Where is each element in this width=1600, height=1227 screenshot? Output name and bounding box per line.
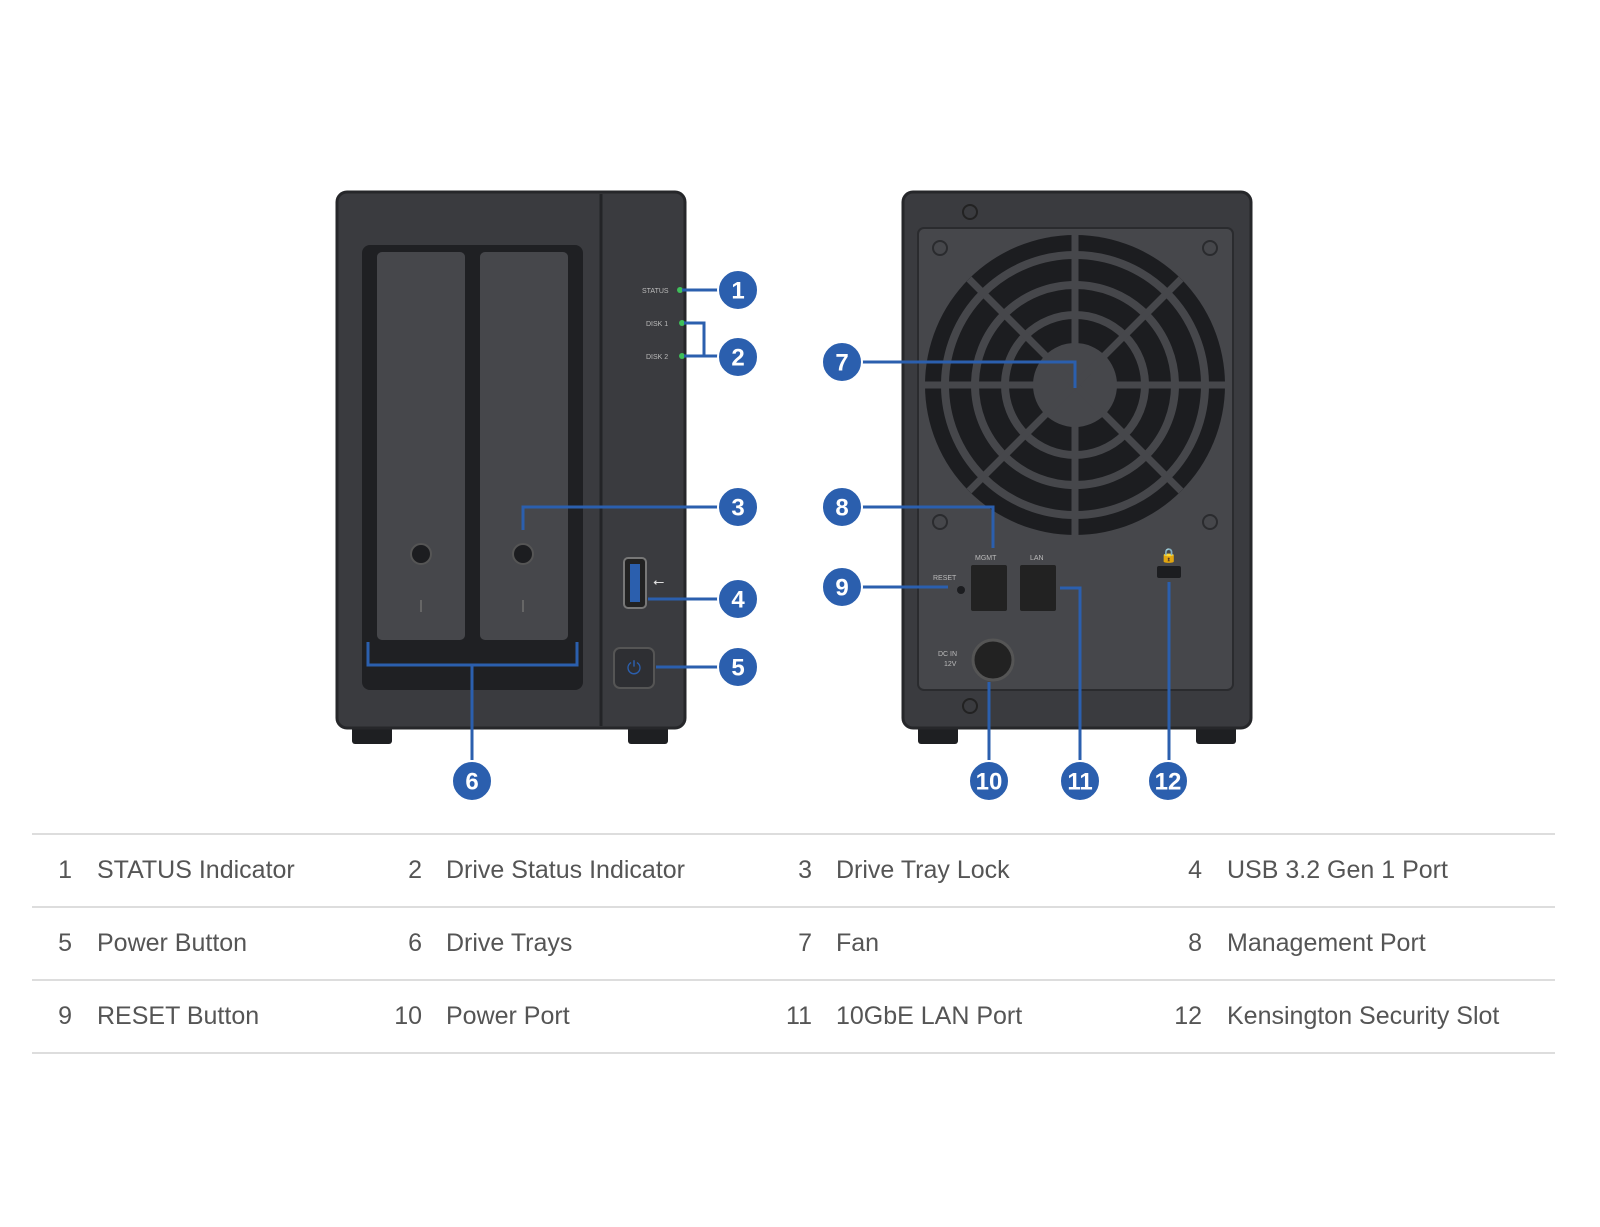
- status-label: STATUS: [642, 288, 669, 295]
- callout-7: 7: [821, 341, 863, 383]
- legend-number: 12: [1174, 1002, 1202, 1030]
- callout-number: 1: [731, 278, 744, 305]
- legend-row: 1 STATUS Indicator 2 Drive Status Indicator…: [32, 833, 1555, 906]
- lan-label: LAN: [1030, 555, 1044, 562]
- dc-volt-label: 12V: [944, 661, 957, 668]
- power-icon: ⏻: [627, 658, 641, 678]
- rear-view: MGMT LAN RESET DC IN 12V 🔒: [901, 190, 1253, 744]
- callout-number: 6: [465, 769, 478, 796]
- legend-number: 5: [58, 929, 72, 957]
- callout-circle: [968, 760, 1010, 802]
- legend-number: 7: [798, 929, 812, 957]
- callout-number: 7: [835, 350, 848, 377]
- callout-11: 11: [1059, 760, 1101, 802]
- management-port[interactable]: [971, 565, 1007, 611]
- callout-12: 12: [1147, 760, 1189, 802]
- legend-label: USB 3.2 Gen 1 Port: [1227, 856, 1448, 884]
- callout-circle: [717, 336, 759, 378]
- leader-lines: [366, 288, 1171, 760]
- kensington-slot[interactable]: [1157, 566, 1181, 578]
- legend-number: 9: [58, 1002, 72, 1030]
- legend-number: 4: [1188, 856, 1202, 884]
- legend-number: 6: [408, 929, 422, 957]
- drive-tray-1[interactable]: [377, 252, 465, 640]
- callout-6: 6: [451, 760, 493, 802]
- callout-4: 4: [717, 578, 759, 620]
- status-led: [677, 287, 683, 293]
- callout-number: 11: [1067, 769, 1092, 796]
- front-view: STATUS DISK 1 DISK 2 ⭠ ⏻: [335, 190, 687, 744]
- legend-table: 1 STATUS Indicator 2 Drive Status Indicator…: [32, 833, 1555, 1054]
- callout-number: 2: [731, 345, 744, 372]
- callout-number: 12: [1155, 769, 1182, 796]
- callout-number: 3: [731, 495, 744, 522]
- callout-circle: [717, 486, 759, 528]
- disk1-led: [679, 320, 685, 326]
- callout-number: 9: [835, 575, 848, 602]
- callout-circle: [717, 269, 759, 311]
- legend-number: 10: [394, 1002, 422, 1030]
- callout-circle: [821, 566, 863, 608]
- legend-number: 8: [1188, 929, 1202, 957]
- legend-row: 9 RESET Button 10 Power Port 11 10GbE LAN Por…: [32, 979, 1555, 1054]
- legend-label: Drive Status Indicator: [446, 856, 685, 884]
- legend-label: 10GbE LAN Port: [836, 1002, 1023, 1030]
- disk1-label: DISK 1: [646, 321, 668, 328]
- disk2-label: DISK 2: [646, 354, 668, 361]
- legend-label: Drive Tray Lock: [836, 856, 1010, 884]
- callout-circle: [1059, 760, 1101, 802]
- callout-8: 8: [821, 486, 863, 528]
- legend-number: 2: [408, 856, 422, 884]
- legend-label: Kensington Security Slot: [1227, 1002, 1500, 1030]
- callout-2: 2: [717, 336, 759, 378]
- disk2-led: [679, 353, 685, 359]
- legend-number: 1: [58, 856, 72, 884]
- callout-number: 10: [976, 769, 1003, 796]
- mgmt-label: MGMT: [975, 555, 997, 562]
- callout-3: 3: [717, 486, 759, 528]
- callout-5: 5: [717, 646, 759, 688]
- callout-1: 1: [717, 269, 759, 311]
- lock-icon: 🔒: [1160, 547, 1177, 564]
- callout-number: 5: [731, 655, 744, 682]
- callout-circle: [1147, 760, 1189, 802]
- legend-number: 3: [798, 856, 812, 884]
- usb-icon: ⭠: [653, 573, 664, 589]
- callout-circle: [821, 486, 863, 528]
- legend-label: STATUS Indicator: [97, 856, 295, 884]
- drive-tray-2[interactable]: [480, 252, 568, 640]
- legend-label: Drive Trays: [446, 929, 573, 957]
- legend-label: Power Port: [446, 1002, 570, 1030]
- nas-diagram: STATUS DISK 1 DISK 2 ⭠ ⏻: [335, 190, 1253, 802]
- callout-circle: [821, 341, 863, 383]
- power-button[interactable]: [613, 647, 655, 689]
- tray-lock-1[interactable]: [410, 543, 432, 565]
- power-port[interactable]: [971, 638, 1015, 682]
- legend-label: Fan: [836, 929, 880, 957]
- lan-port[interactable]: [1020, 565, 1056, 611]
- legend-row: 5 Power Button 6 Drive Trays 7 Fan 8 Management…: [32, 906, 1555, 979]
- legend-number: 11: [786, 1002, 812, 1030]
- callout-circle: [717, 578, 759, 620]
- legend-label: Management Port: [1227, 929, 1426, 957]
- callout-circle: [717, 646, 759, 688]
- callout-number: 4: [731, 587, 745, 614]
- callout-number: 8: [835, 495, 848, 522]
- callout-9: 9: [821, 566, 863, 608]
- callout-10: 10: [968, 760, 1010, 802]
- dc-in-label: DC IN: [938, 651, 957, 658]
- reset-label: RESET: [933, 575, 957, 582]
- tray-lock-2[interactable]: [512, 543, 534, 565]
- reset-button[interactable]: [957, 586, 965, 594]
- legend-label: Power Button: [97, 929, 248, 957]
- legend-label: RESET Button: [97, 1002, 260, 1030]
- callout-circle: [451, 760, 493, 802]
